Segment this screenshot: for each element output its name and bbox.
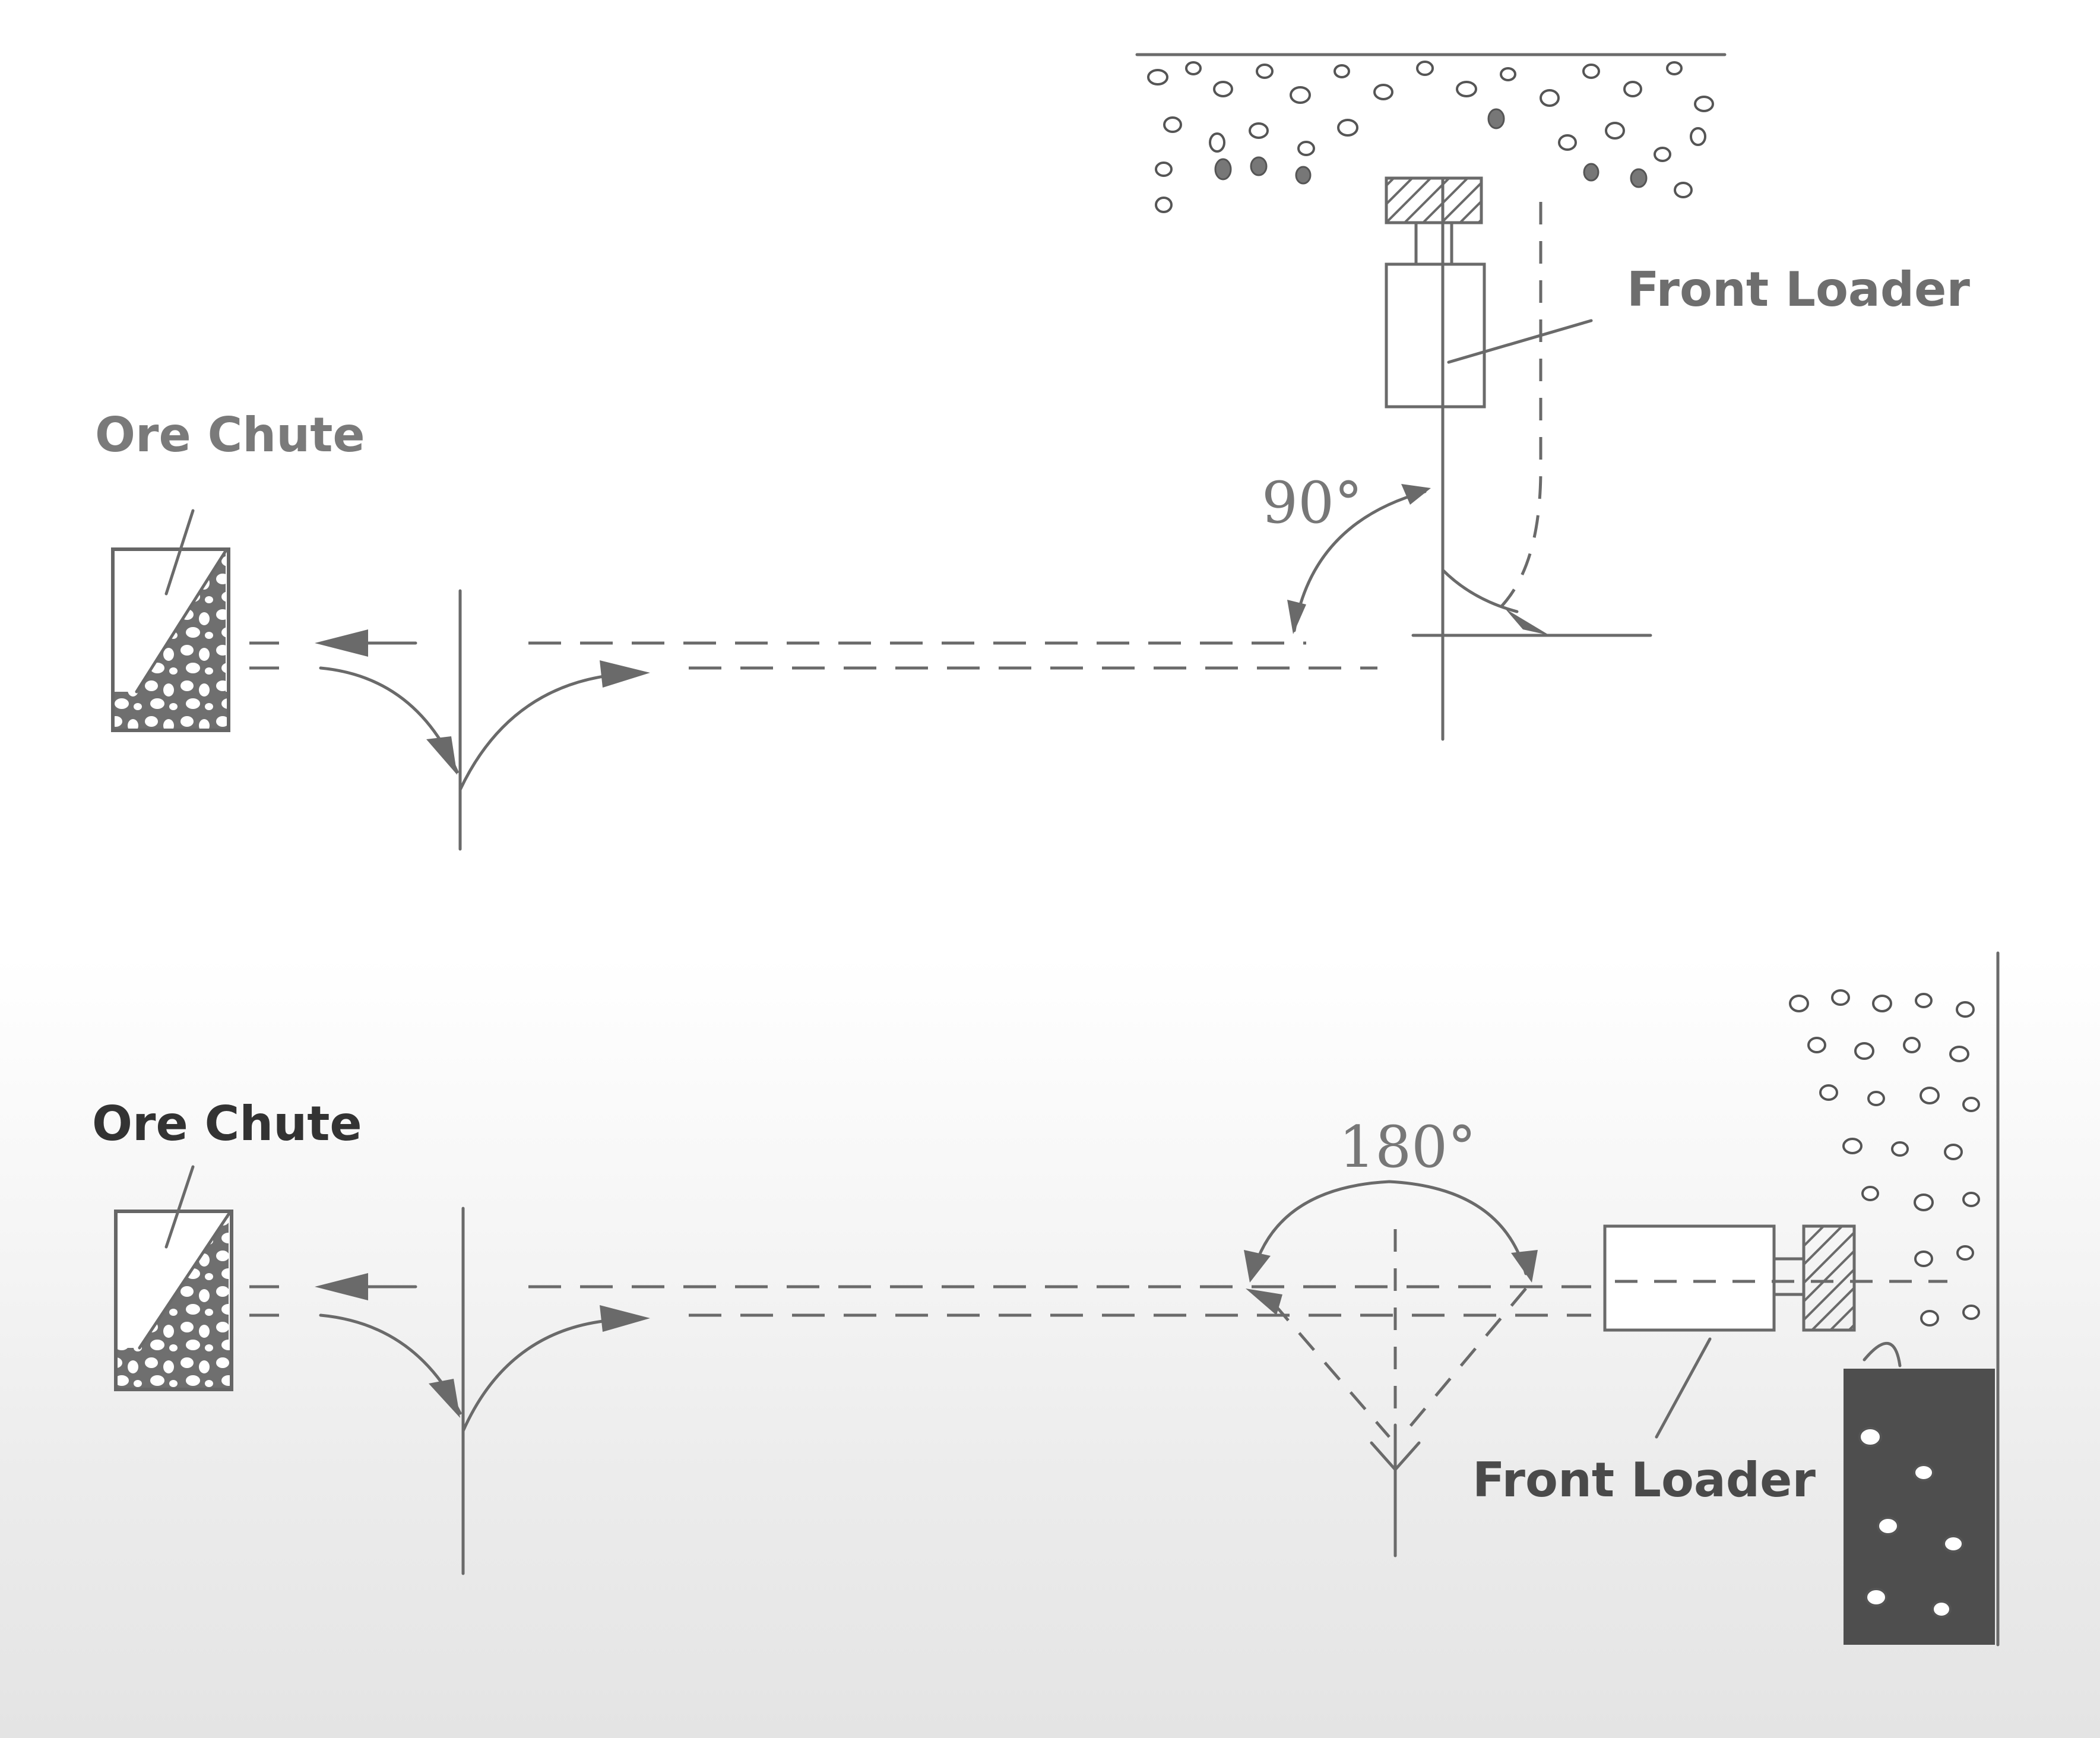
top-angle-arrowhead-up [1401,484,1431,505]
top-rock-face [1135,53,1727,213]
top-ore-chute-label: Ore Chute [95,407,365,463]
top-loader-body [1385,262,1486,409]
bottom-ore-chute [114,1165,233,1391]
bottom-rock-face [1789,951,2000,1647]
bottom-angle-arc [1251,1180,1528,1275]
bottom-angle-arrowhead-left [1244,1250,1271,1283]
bottom-loader-bucket [1802,1224,1856,1332]
bottom-ore-chute-label: Ore Chute [92,1096,362,1151]
bottom-turn-dashed-left [1272,1302,1391,1438]
bottom-turn-meet [1370,1441,1421,1472]
top-angle-label: 90° [1262,470,1363,536]
top-reverse-curve-in [319,666,459,774]
bottom-reverse-curve-in [319,1313,462,1415]
top-loader-leader [1447,319,1593,364]
bottom-loader-body [1603,1224,1776,1332]
bottom-chute-leader [164,1165,195,1249]
bottom-turn-dashed-right [1400,1287,1527,1438]
top-reverse-curve-in-head [426,736,457,775]
top-diagram: Ore Chute Front Loader 90° [95,53,1970,851]
top-reverse-arrow-line [1441,568,1519,613]
bottom-loader-leader [1655,1337,1712,1439]
bottom-dump-arrowhead [315,1273,368,1300]
top-front-loader-label: Front Loader [1627,262,1970,317]
bottom-turn-arrowhead [1246,1289,1282,1315]
top-reverse-curve-out [458,672,625,792]
bottom-reverse-curve-in-head [429,1379,460,1418]
bottom-angle-label: 180° [1339,1114,1476,1180]
top-angle-arrowhead-down [1287,600,1306,634]
top-reverse-curve-out-head [600,660,650,688]
rock-pebbles [1147,61,1714,213]
bottom-diagram: Ore Chute Front Loader 180° [92,951,2000,1647]
bottom-front-loader-label: Front Loader [1472,1452,1816,1508]
top-loader-bucket [1385,176,1483,224]
top-loader-dashed-path [1495,202,1542,613]
top-ore-chute [111,509,230,732]
bottom-angle-arrowhead-right [1511,1250,1538,1283]
bottom-reverse-curve-out-head [600,1305,650,1332]
top-chute-leader [164,509,195,596]
rock-wall-dark-zone [1844,1369,1995,1645]
rock-hook [1863,1341,1902,1367]
bottom-reverse-curve-out [461,1318,625,1433]
top-dump-arrowhead [315,629,368,657]
top-reverse-arrowhead [1505,609,1550,635]
